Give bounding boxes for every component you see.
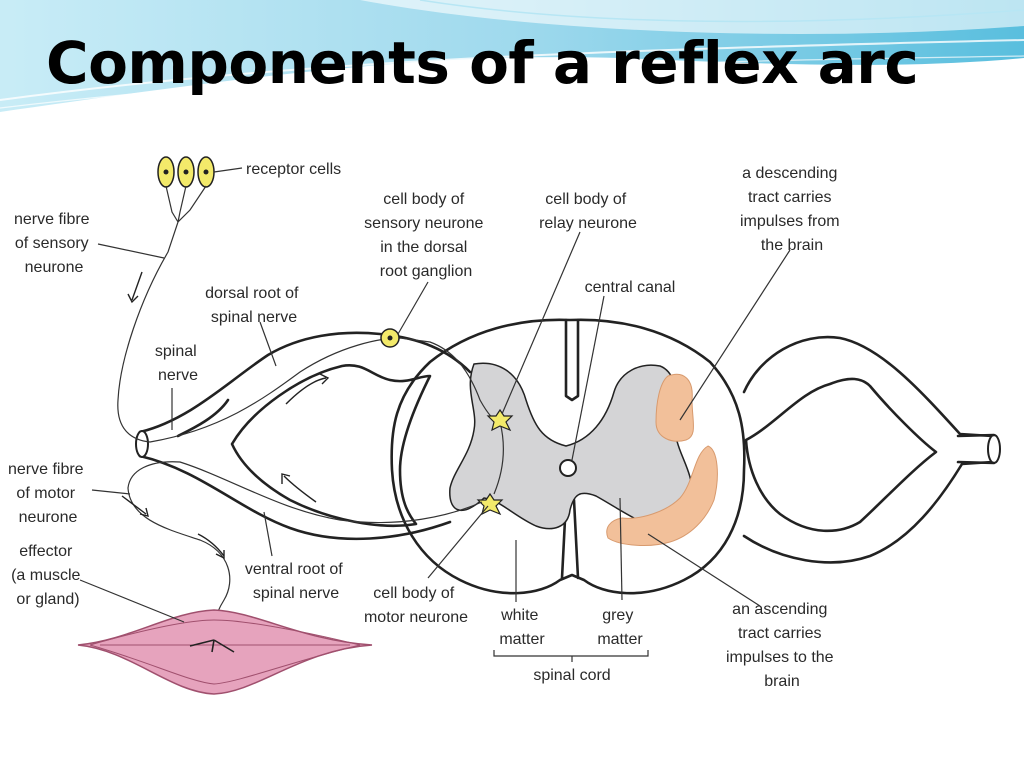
motor-cell-body (476, 492, 504, 516)
label-effector: effector (a muscle or gland) (11, 543, 85, 608)
leader-lines (79, 167, 791, 662)
relay-neurone-fibre (493, 421, 504, 495)
label-spinal-cord: spinal cord (533, 667, 610, 684)
right-nerve-cut-end (987, 434, 1001, 464)
receptor-cells (157, 156, 215, 188)
label-grey-matter: grey matter (597, 607, 643, 648)
header-wave-decoration (0, 0, 1024, 112)
central-canal (559, 459, 577, 477)
impulse-arrows (121, 271, 330, 560)
spinal-nerve-cut-end (135, 430, 149, 458)
dorsal-fissure (564, 318, 580, 402)
spinal-cord (390, 318, 746, 595)
diagram-labels: receptor cells nerve fibre of sensory ne… (8, 161, 844, 690)
ascending-tract (606, 445, 718, 546)
page-title: Components of a reflex arc (46, 29, 919, 97)
label-nerve-fibre-sensory: nerve fibre of sensory neurone (14, 211, 94, 276)
relay-cell-body (486, 408, 514, 432)
label-spinal-nerve: spinal nerve (155, 343, 201, 384)
label-central-canal: central canal (585, 279, 676, 296)
label-receptor-cells: receptor cells (246, 161, 341, 178)
motor-nerve-fibre (127, 461, 483, 641)
sensory-nerve-fibre (117, 185, 501, 443)
effector-muscle (77, 609, 373, 695)
label-descending-tract: a descending tract carries impulses from… (740, 165, 844, 254)
label-ventral-root: ventral root of spinal nerve (245, 561, 347, 602)
label-dorsal-root: dorsal root of spinal nerve (205, 285, 303, 326)
spinal-cord-outline (390, 318, 746, 595)
label-cell-body-sensory: cell body of sensory neurone in the dors… (364, 191, 488, 280)
descending-tract (655, 373, 694, 442)
sensory-cell-body (380, 328, 400, 348)
label-cell-body-motor: cell body of motor neurone (364, 585, 468, 626)
left-spinal-nerve (135, 331, 472, 541)
label-white-matter: white matter (499, 607, 545, 648)
right-spinal-nerve (742, 335, 1001, 564)
label-ascending-tract: an ascending tract carries impulses to t… (726, 601, 838, 690)
label-nerve-fibre-motor: nerve fibre of motor neurone (8, 461, 88, 526)
label-cell-body-relay: cell body of relay neurone (539, 191, 637, 232)
